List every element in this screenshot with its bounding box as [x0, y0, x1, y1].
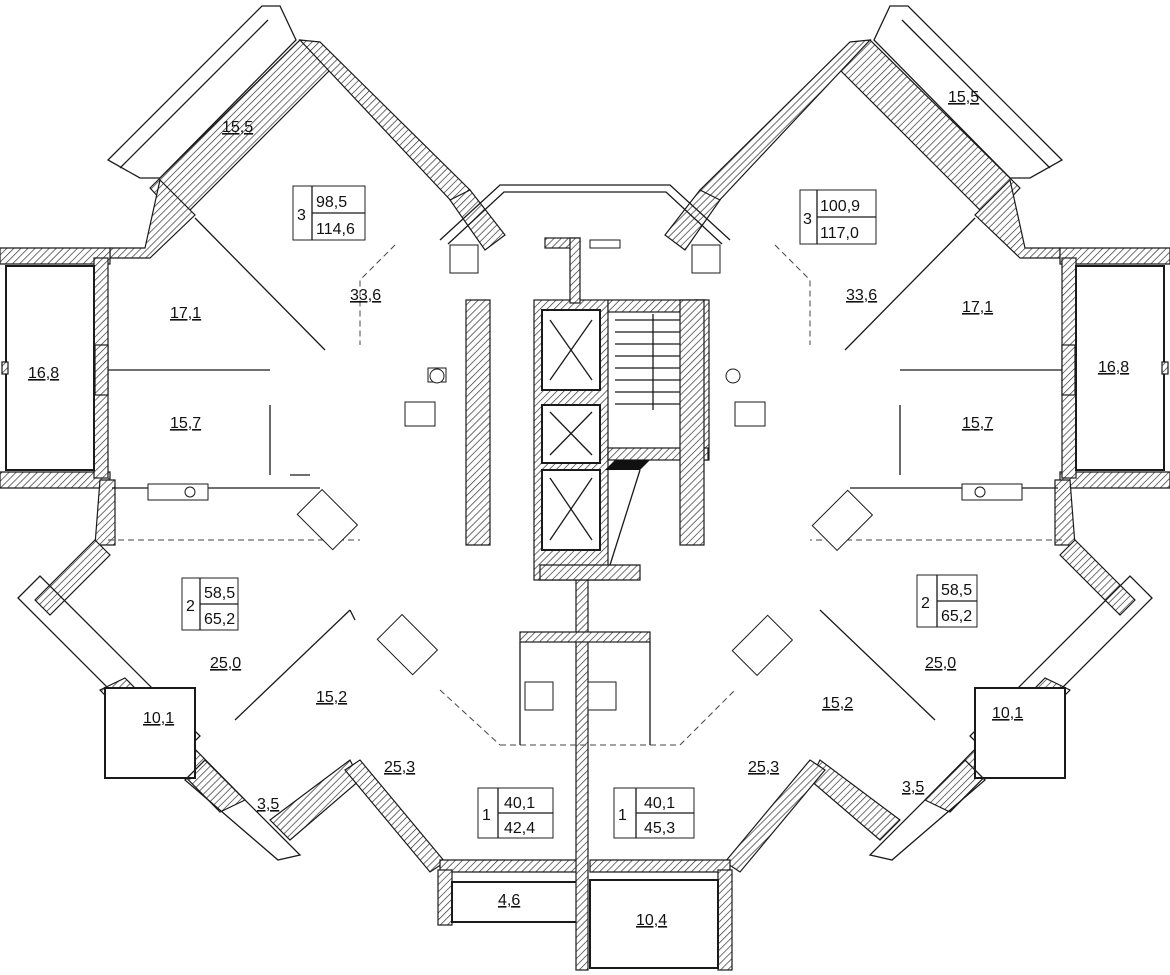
apartment-rooms: 1: [482, 807, 491, 824]
wing-bottom: [344, 549, 826, 971]
room-area: 17,1: [962, 299, 993, 316]
room-area: 15,5: [222, 119, 253, 136]
room-area: 15,2: [822, 695, 853, 712]
apartment-rooms: 3: [803, 211, 812, 228]
room-area: 25,3: [384, 759, 415, 776]
wing-middle-left: [17, 479, 361, 861]
room-area: 3,5: [902, 779, 924, 796]
room-area: 16,8: [28, 365, 59, 382]
apartment-rooms: 2: [186, 598, 195, 615]
room-area: 33,6: [846, 287, 877, 304]
room-area: 3,5: [257, 796, 279, 813]
room-area: 16,8: [1098, 359, 1129, 376]
apartment-rooms: 2: [921, 595, 930, 612]
wet-zones: [147, 244, 1023, 677]
room-area: 10,1: [143, 710, 174, 727]
hall-outlines: [359, 244, 811, 345]
room-area: 25,0: [210, 655, 241, 672]
room-area: 10,4: [636, 912, 667, 929]
room-area: 15,7: [962, 415, 993, 432]
apartment-label-a1: 3 98,5 114,6: [292, 185, 366, 241]
room-area: 4,6: [498, 892, 520, 909]
apartment-label-a2: 3 100,9 117,0: [799, 189, 877, 245]
apartment-label-a3: 2 58,5 65,2: [181, 577, 239, 631]
apartment-total-area: 42,4: [504, 820, 535, 837]
room-area: 25,3: [748, 759, 779, 776]
stair-core: [439, 184, 731, 581]
room-area: 15,5: [948, 89, 979, 106]
apartment-total-area: 117,0: [820, 225, 859, 242]
apartment-living-area: 40,1: [504, 795, 535, 812]
room-area: 33,6: [350, 287, 381, 304]
apartment-rooms: 1: [618, 807, 627, 824]
apartment-rooms: 3: [297, 207, 306, 224]
room-area: 15,2: [316, 689, 347, 706]
wing-top-right: [664, 5, 1170, 489]
apartment-living-area: 40,1: [644, 795, 675, 812]
apartment-total-area: 114,6: [316, 221, 355, 238]
room-area: 17,1: [170, 305, 201, 322]
apartment-total-area: 65,2: [204, 611, 235, 628]
room-area: 25,0: [925, 655, 956, 672]
wing-middle-right: [809, 479, 1153, 861]
apartment-total-area: 45,3: [644, 820, 675, 837]
room-area: 15,7: [170, 415, 201, 432]
apartment-label-a5: 1 40,1 42,4: [477, 787, 554, 839]
apartment-total-area: 65,2: [941, 608, 972, 625]
apartment-label-a6: 1 40,1 45,3: [613, 787, 695, 839]
apartment-label-a4: 2 58,5 65,2: [916, 574, 978, 628]
wing-top-left: [0, 5, 506, 489]
apartment-living-area: 58,5: [204, 585, 235, 602]
stair-flight: [615, 314, 690, 410]
room-areas: 15,5 15,5 33,6 33,6 17,1 17,1 16,8 16,8 …: [28, 89, 1129, 929]
apartment-living-area: 58,5: [941, 582, 972, 599]
apartment-living-area: 100,9: [820, 198, 860, 215]
apartment-living-area: 98,5: [316, 194, 347, 211]
room-area: 10,1: [992, 705, 1023, 722]
